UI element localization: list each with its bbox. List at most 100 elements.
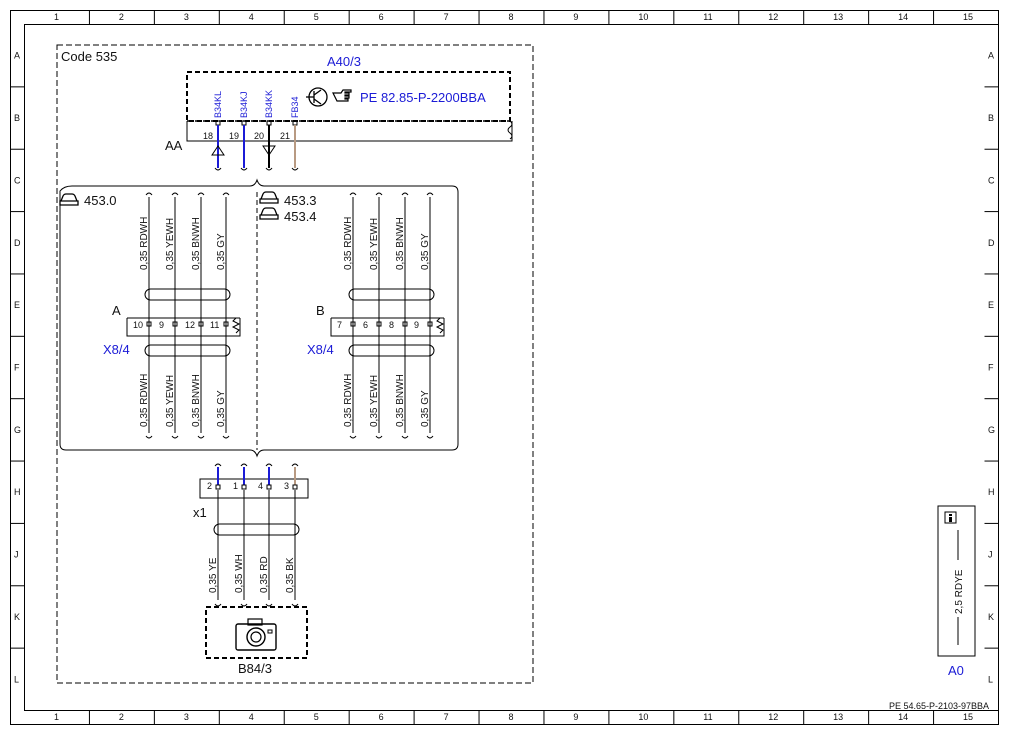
wire-label: 0,35 YEWH [369,375,380,427]
pin-terminal [427,321,433,327]
row-label: F [14,363,20,373]
car-icon [259,207,279,220]
camera-icon [235,618,277,651]
column-label: 15 [963,12,973,22]
pin-number: 21 [280,131,290,141]
wire-break [291,463,299,467]
row-label: J [14,550,19,560]
wire-break [401,435,409,439]
wire-break [222,435,230,439]
wire-label: 0,35 BNWH [395,217,406,270]
info-icon [944,511,957,524]
column-label: 4 [249,12,254,22]
pin-number: 20 [254,131,264,141]
wire-break [375,435,383,439]
row-label: H [988,487,995,497]
row-label: E [14,300,20,310]
camera-name: B84/3 [238,661,272,676]
column-label: 13 [833,712,843,722]
connector-aa-label: AA [165,138,183,153]
pin-number: 6 [363,320,368,330]
wire-break [171,435,179,439]
twisted-pair-ring [348,288,435,301]
wire-label: 0,35 BNWH [191,374,202,427]
pin-number: 10 [133,320,143,330]
column-ticks [88,10,935,725]
connector-b-name: X8/4 [307,342,334,357]
row-label: B [14,113,20,123]
pin-number: 4 [258,481,263,491]
ground-wire-label: 2,5 RDYE [954,569,965,614]
drawing-frame [10,10,999,725]
control-unit-reference: PE 82.85-P-2200BBA [360,90,486,105]
pin-number: 11 [210,320,219,330]
wire-break [214,167,222,171]
column-label: 1 [54,12,59,22]
row-label: L [14,674,19,684]
control-unit-a40-3: A40/3 PE 82.85-P-2200BBA AA [165,54,513,153]
pin-terminal [172,321,178,327]
row-label: C [14,175,21,185]
camera-b84-3-box [205,606,308,659]
column-label: 7 [444,712,449,722]
column-label: 3 [184,712,189,722]
row-label: C [988,175,995,185]
connector-b-letter: B [316,303,325,318]
wire-break [240,603,248,607]
signal-arrow-up [211,145,225,156]
pin-terminal [223,321,229,327]
twisted-pair-ring [213,523,300,536]
row-label: L [988,674,993,684]
wire-label: 0,35 BNWH [395,374,406,427]
wire-break [240,167,248,171]
wire-label: 0,35 RDWH [343,374,354,427]
pin-number: 19 [229,131,239,141]
pointing-hand-icon [332,89,352,102]
wire-label: 0,35 RDWH [343,217,354,270]
pin-number: 9 [159,320,164,330]
wire-label: 0,35 GY [216,390,227,427]
column-label: 9 [573,12,578,22]
twisted-pair-ring [348,344,435,357]
column-label: 11 [703,12,712,22]
column-label: 5 [314,12,319,22]
column-label: 8 [509,12,514,22]
wire-break [375,192,383,196]
code-535-boundary [56,44,534,684]
column-label: 11 [703,712,712,722]
row-label: H [14,487,21,497]
x1-housing [199,478,309,499]
wire-label: 0,35 YEWH [165,375,176,427]
wire-break [145,435,153,439]
code-label: Code 535 [61,49,117,64]
row-label: A [14,51,20,61]
pin-terminal [350,321,356,327]
wire-label: 0,35 BK [285,557,296,593]
column-label: 15 [963,712,973,722]
row-label: K [988,612,994,622]
row-label: A [988,51,994,61]
wire-break [349,192,357,196]
control-unit-name: A40/3 [327,54,361,69]
signal-arrow-down [262,145,276,156]
column-label: 8 [509,712,514,722]
transistor-icon [306,87,328,107]
wire-label: 0,35 RD [259,556,270,593]
pin-number: 7 [337,320,342,330]
wire-label: 0,35 WH [234,554,245,593]
row-label: B [988,113,994,123]
pin-terminal [292,484,298,490]
pin-terminal [402,321,408,327]
footer-reference: PE 54.65-P-2103-97BBA [889,701,989,711]
variant-right-label-1: 453.3 [284,193,317,208]
column-label: 2 [119,12,124,22]
wire-break [197,435,205,439]
wire-break [349,435,357,439]
